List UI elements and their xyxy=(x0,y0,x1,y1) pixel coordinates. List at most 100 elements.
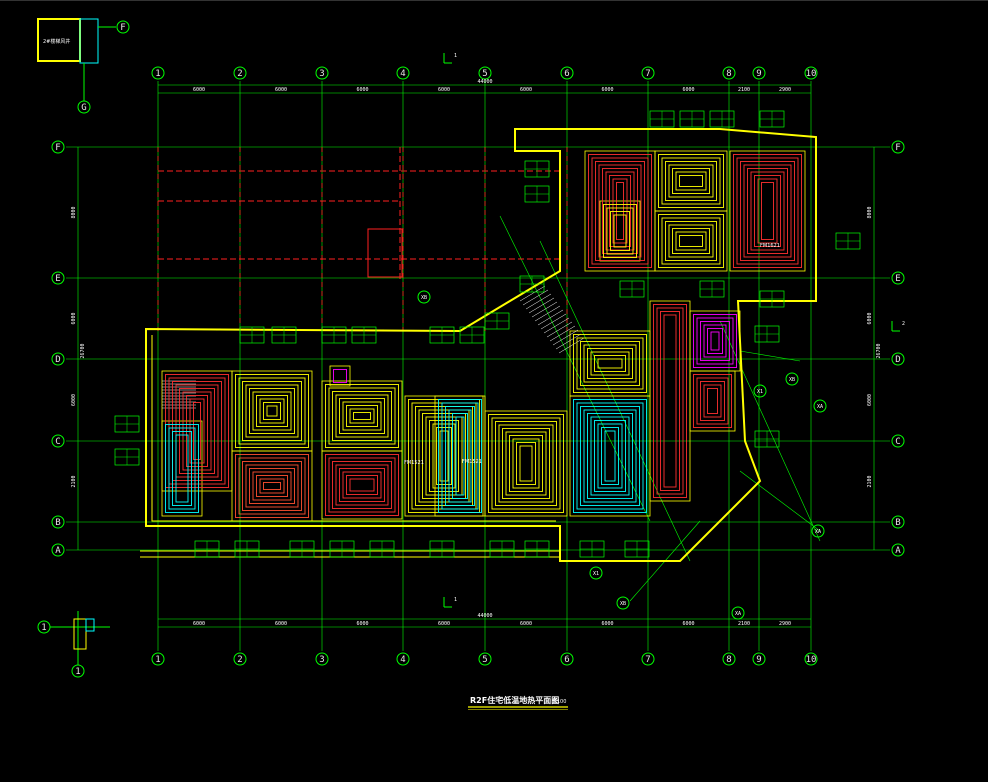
heating-coil-loop xyxy=(736,157,799,265)
axis-row-label: F xyxy=(55,143,60,153)
axis-row-label: B xyxy=(895,518,900,528)
reference-bubble xyxy=(785,372,799,386)
heating-coil-loop xyxy=(495,421,557,506)
heating-coil-loop xyxy=(597,358,623,369)
reference-bubble xyxy=(753,384,767,398)
heating-coil-loop xyxy=(595,161,645,261)
heating-coil-loop xyxy=(249,468,295,504)
stair-tread xyxy=(540,313,567,330)
room-boundary xyxy=(231,370,313,452)
reference-bubble xyxy=(811,524,825,538)
stair-tread xyxy=(519,285,546,302)
heating-coil-loop xyxy=(516,442,536,485)
inset-axis-g: G xyxy=(81,103,86,113)
axis-row-bubble xyxy=(891,140,905,154)
stair-tread xyxy=(528,297,555,314)
heating-coil-loop xyxy=(415,406,473,506)
heating-coil-loop xyxy=(675,171,707,191)
stair-tread xyxy=(543,317,570,334)
heating-coil-loop xyxy=(172,431,192,506)
heating-coil-loop xyxy=(263,402,281,420)
axis-col-label: 6 xyxy=(564,655,569,665)
heating-coil-loop xyxy=(175,384,219,478)
heating-coil-loop xyxy=(342,401,382,431)
heating-coil-loop xyxy=(609,175,631,247)
heating-coil-loop xyxy=(668,164,714,198)
heating-coil-loop xyxy=(703,324,727,358)
stair-tread xyxy=(531,301,558,318)
axis-col-bubble xyxy=(233,66,247,80)
axis-row-label: D xyxy=(895,355,900,365)
axis-col-bubble xyxy=(396,66,410,80)
room-boundary xyxy=(484,410,568,517)
axis-row-bubble xyxy=(51,515,65,529)
axis-col-label: 7 xyxy=(645,655,650,665)
heating-coil-loop xyxy=(672,228,710,254)
inset-axis-f: F xyxy=(120,23,125,33)
reference-label: XA xyxy=(735,611,741,617)
diagonal-axis xyxy=(539,240,691,562)
room-boundary xyxy=(654,210,728,272)
section-mark-label: 1 xyxy=(454,53,457,59)
drawing-title: R2F住宅低温地热平面图 1:100 xyxy=(468,695,568,710)
heating-coil-loop xyxy=(339,398,385,434)
heating-coil-loop xyxy=(512,438,540,489)
axis-col-bubble xyxy=(804,652,818,666)
door-label: FM1521 xyxy=(404,460,424,466)
axis-col-label: 10 xyxy=(806,69,817,79)
heating-coil-loop xyxy=(332,391,392,441)
heating-coil-loop xyxy=(441,402,479,510)
dim-text: 6000 xyxy=(601,87,613,93)
diagonal-axis xyxy=(739,470,821,532)
heating-coil-loop xyxy=(740,161,795,261)
heating-coil-loop xyxy=(256,395,288,427)
heating-coil-loop xyxy=(603,204,637,258)
dim-text: 6000 xyxy=(356,621,368,627)
heating-coil-loop xyxy=(235,454,309,518)
dim-text: 6000 xyxy=(438,87,450,93)
axis-col-label: 1 xyxy=(155,655,160,665)
axis-col-bubble xyxy=(315,66,329,80)
dim-text: 2100 xyxy=(738,87,750,93)
axis-row-label: D xyxy=(55,355,60,365)
axis-col-label: 8 xyxy=(726,69,731,79)
heating-coil-loop xyxy=(663,314,677,488)
dim-text: 6000 xyxy=(275,87,287,93)
axis-col-bubble xyxy=(641,652,655,666)
heating-coil-loop xyxy=(193,402,201,460)
heating-coil-loop xyxy=(333,369,347,383)
axis-col-bubble xyxy=(752,66,766,80)
axis-col-label: 10 xyxy=(806,655,817,665)
room-boundary xyxy=(599,200,641,262)
reference-bubble xyxy=(616,596,630,610)
heating-coil-loop xyxy=(165,424,199,513)
scale-text: 1:100 xyxy=(552,699,566,705)
reference-label: XB xyxy=(421,295,427,301)
room-boundary xyxy=(729,150,806,272)
heating-coil-loop xyxy=(238,457,306,515)
heating-coil-loop xyxy=(750,171,785,251)
heating-coils xyxy=(165,154,802,518)
heating-coil-loop xyxy=(594,355,626,372)
heating-coil-loop xyxy=(747,168,788,254)
heating-coil-loop xyxy=(172,381,222,481)
reference-bubble xyxy=(813,399,827,413)
axis-col-label: 3 xyxy=(319,655,324,665)
inset-top-left: F G 2#楼梯风井 xyxy=(37,18,130,114)
heating-coil-loop xyxy=(445,406,475,506)
axis-col-bubble xyxy=(233,652,247,666)
room-boundary xyxy=(649,300,691,502)
dim-text: 6000 xyxy=(867,394,873,406)
heating-coil-loop xyxy=(583,344,637,383)
axis-row-label: F xyxy=(895,143,900,153)
stair-tread xyxy=(546,321,573,338)
heating-coil-loop xyxy=(259,398,285,424)
shaft-outline xyxy=(367,228,403,278)
heating-coil-loop xyxy=(605,171,635,251)
heating-coil-loop xyxy=(335,394,389,438)
inset-label: 2#楼梯风井 xyxy=(43,38,70,45)
heating-coil-loop xyxy=(612,178,628,244)
reference-label: XA xyxy=(817,404,823,410)
